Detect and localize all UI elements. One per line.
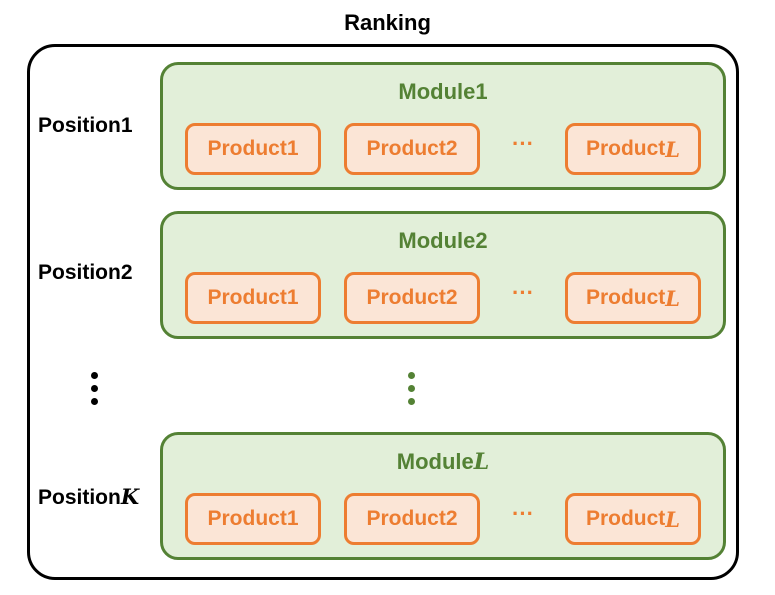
position-label-1: Position1	[38, 114, 133, 137]
diagram-title: Ranking	[344, 10, 431, 35]
module-title-1: Module1	[398, 79, 488, 104]
module-vertical-ellipsis	[408, 372, 416, 411]
module-title-l: ModuleL	[396, 449, 490, 475]
product-ellipsis: ···	[512, 131, 534, 156]
product-ellipsis: ···	[512, 280, 534, 305]
position-label-2: Position2	[38, 261, 133, 284]
position-label-k: PositionK	[38, 484, 140, 509]
ranking-container	[27, 44, 739, 580]
product-ellipsis: ···	[512, 501, 534, 526]
module-title-2: Module2	[398, 228, 488, 253]
position-vertical-ellipsis	[91, 372, 99, 411]
